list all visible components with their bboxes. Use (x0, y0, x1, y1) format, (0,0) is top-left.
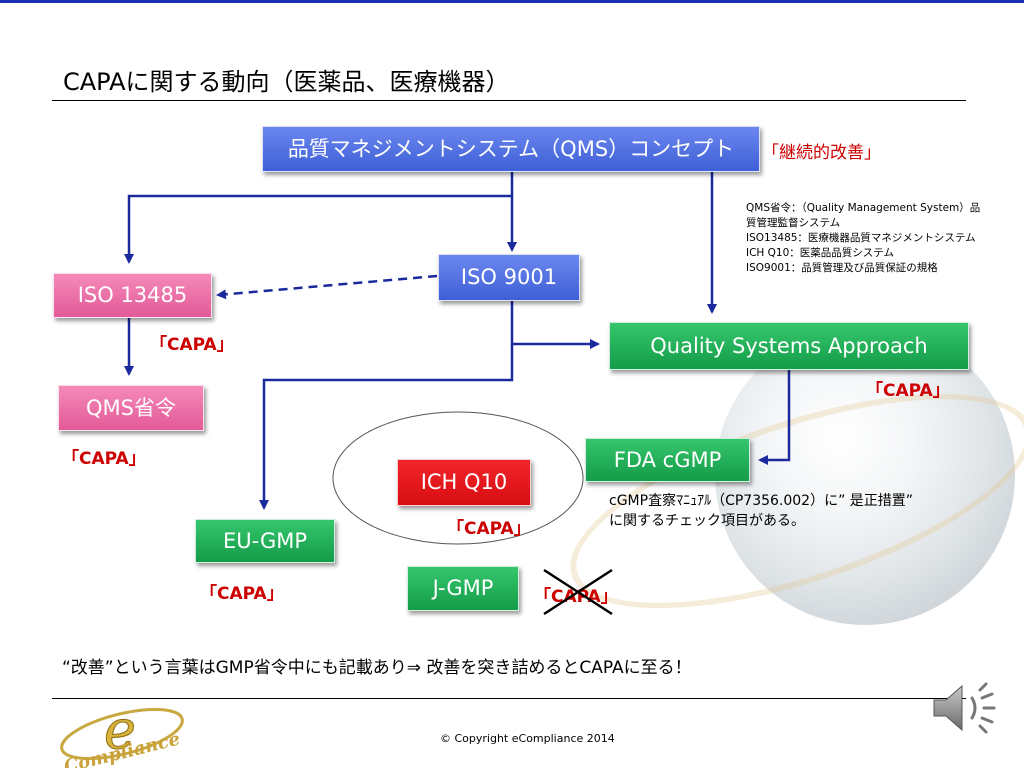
continuous-improvement-label: 「継続的改善」 (762, 143, 881, 163)
speaker-icon[interactable] (928, 676, 1000, 740)
svg-text:e: e (104, 700, 136, 761)
fda-cgmp-box: FDA cGMP (585, 438, 750, 482)
capa-label-eu-gmp: 「CAPA」 (200, 584, 284, 604)
capa-label-qms-ordinance: 「CAPA」 (62, 449, 146, 469)
glossary-line: QMS省令：（Quality Management System）品 (746, 202, 981, 214)
capa-label-j-gmp: 「CAPA」 (534, 587, 618, 607)
iso9001-box: ISO 9001 (438, 254, 580, 301)
iso13485-box: ISO 13485 (53, 273, 212, 318)
cgmp-note-line: に関するチェック項目がある。 (609, 513, 805, 529)
arrow-iso9001-to-eugmp (259, 344, 514, 510)
copyright-text: © Copyright eCompliance 2014 (440, 732, 615, 745)
glossary-line: 質管理監督システム (746, 217, 841, 229)
bottom-message: “改善”という言葉はGMP省令中にも記載あり⇒ 改善を突き詰めるとCAPAに至る… (62, 658, 692, 678)
qms-ordinance-box: QMS省令 (58, 385, 204, 431)
qms-concept-box: 品質マネジメントシステム（QMS）コンセプト (262, 126, 760, 172)
ecompliance-logo: e Compliance (60, 700, 184, 768)
quality-systems-approach-box: Quality Systems Approach (609, 322, 969, 370)
arrow-qsa-to-fdacgmp (758, 368, 791, 465)
arrow-iso9001-to-qsa (510, 298, 600, 349)
slide-title: CAPAに関する動向（医薬品、医療機器） (63, 68, 510, 96)
cgmp-note: cGMP査察ﾏﾆｭｱﾙ（CP7356.002）に” 是正措置” に関するチェック… (609, 491, 913, 531)
glossary-line: ICH Q10：医薬品品質システム (746, 247, 894, 259)
capa-label-iso13485: 「CAPA」 (150, 335, 234, 355)
cgmp-note-line: cGMP査察ﾏﾆｭｱﾙ（CP7356.002）に” 是正措置” (609, 493, 914, 509)
glossary-line: ISO9001：品質管理及び品質保証の規格 (746, 262, 938, 274)
capa-label-ich-q10: 「CAPA」 (447, 519, 531, 539)
eu-gmp-box: EU-GMP (195, 519, 335, 563)
globe-background (715, 325, 1015, 625)
arrow-qms-to-iso13485 (124, 170, 514, 264)
title-divider (52, 100, 966, 101)
glossary-note: QMS省令：（Quality Management System）品 質管理監督… (746, 201, 980, 276)
j-gmp-box: J-GMP (407, 566, 519, 611)
strike-cross-icon (543, 568, 613, 616)
top-accent-bar (0, 0, 1024, 3)
glossary-line: ISO13485：医療機器品質マネジメントシステム (746, 232, 976, 244)
footer-divider (52, 698, 966, 699)
capa-label-qsa: 「CAPA」 (866, 381, 950, 401)
ich-q10-box: ICH Q10 (397, 459, 531, 506)
arrow-iso9001-to-iso13485 (216, 274, 438, 300)
